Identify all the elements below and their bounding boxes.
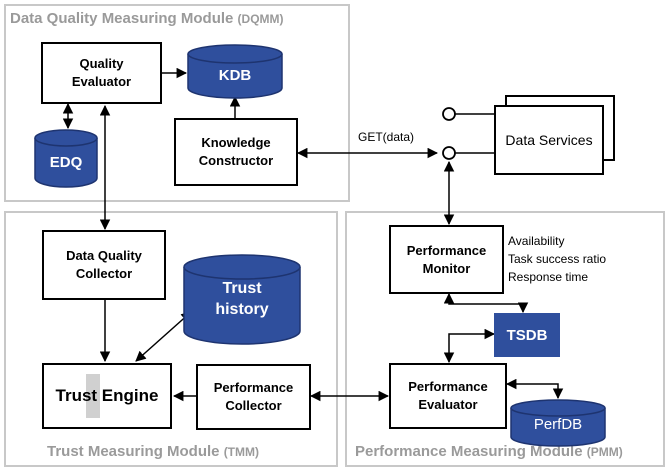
trust-engine-box[interactable] [42,363,172,429]
pmm-title-text: Performance Measuring Module [355,443,583,460]
pmm-module [345,211,665,467]
dqmm-title-text: Data Quality Measuring Module [10,10,234,27]
edq-cylinder-icon [34,129,98,188]
performance-monitor-label: Performance Monitor [406,242,487,276]
pmm-title: Performance Measuring Module (PMM) [355,443,623,460]
performance-monitor-box[interactable]: Performance Monitor [389,225,504,294]
performance-collector-label: Performance Collector [213,380,294,413]
data-services-label: Data Services [505,131,593,148]
dqmm-module [4,4,350,202]
metric-response-time: Response time [508,270,589,284]
data-services-box[interactable]: Data Services [494,105,604,175]
knowledge-constructor-box[interactable]: Knowledge Constructor [174,118,298,186]
tmm-module [4,211,338,467]
quality-evaluator-label: Quality Evaluator [71,56,132,89]
pmm-abbr: (PMM) [586,445,623,459]
performance-metrics-list: Availability Task success ratio Response… [508,232,606,286]
performance-collector-box[interactable]: Performance Collector [196,364,311,430]
kdb-cylinder-icon [187,44,283,99]
edge-te-th [135,311,192,362]
tsdb-label: TSDB [506,326,548,344]
performance-evaluator-box[interactable]: Performance Evaluator [389,363,507,429]
edge-tsdb-pe [443,328,496,364]
kdb-database[interactable]: KDB [187,44,283,100]
edge-pe-perfdb [505,378,564,400]
edq-database[interactable]: EDQ [34,128,98,188]
trust-engine-highlight [86,374,100,418]
edq-label: EDQ [49,154,83,171]
trust-history-label: Trust history [215,280,269,318]
trust-engine-label-wrap[interactable]: Trust Engine [42,363,172,429]
kdb-label: KDB [218,67,252,84]
perfdb-cylinder-icon [510,399,606,447]
performance-evaluator-label: Performance Evaluator [408,379,488,412]
tmm-abbr: (TMM) [223,445,260,459]
data-quality-collector-box[interactable]: Data Quality Collector [42,230,166,300]
data-quality-collector-label: Data Quality Collector [66,248,142,281]
dqmm-abbr: (DQMM) [237,12,284,26]
metric-task-success-ratio: Task success ratio [508,252,607,266]
trust-engine-label: Trust Engine [55,386,159,405]
dqmm-title: Data Quality Measuring Module (DQMM) [10,10,284,27]
tsdb-database[interactable]: TSDB [494,313,560,357]
trust-history-cylinder-icon [183,254,301,345]
tmm-title: Trust Measuring Module (TMM) [47,443,259,460]
interface-socket-top [442,107,456,121]
perfdb-label: PerfDB [533,416,583,433]
interface-socket-bottom [442,146,456,160]
tmm-title-text: Trust Measuring Module [47,443,220,460]
trust-history-database[interactable]: Trust history [183,253,301,345]
metric-availability: Availability [508,234,565,248]
edge-pm-tsdb [443,292,529,314]
quality-evaluator-box[interactable]: Quality Evaluator [41,42,162,104]
perfdb-database[interactable]: PerfDB [510,399,606,447]
get-data-label: GET(data) [358,130,415,144]
knowledge-constructor-label: Knowledge Constructor [198,135,274,168]
